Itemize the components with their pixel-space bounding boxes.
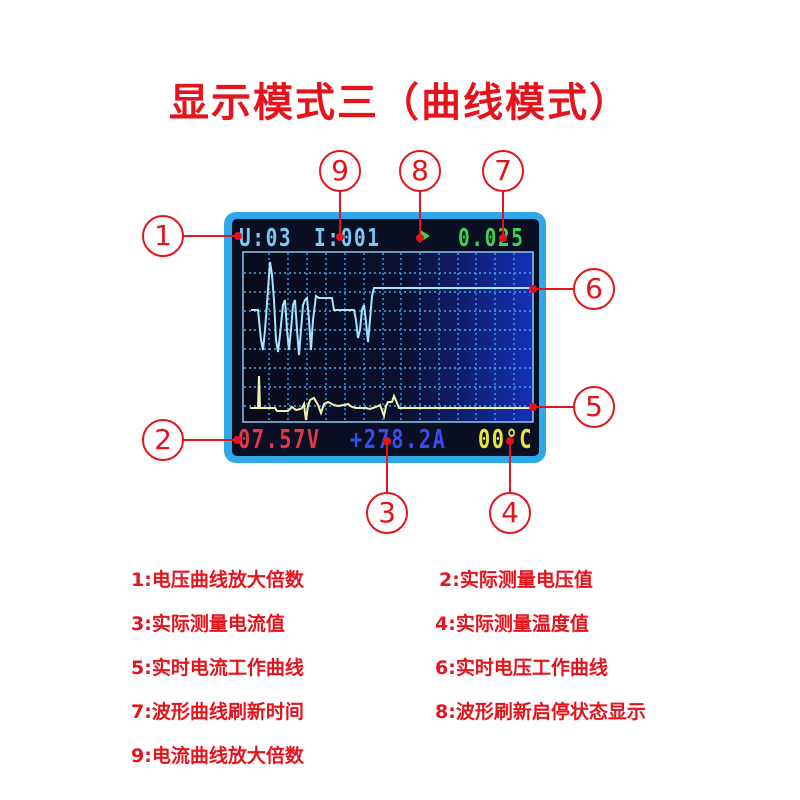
current-value: +278.2A [350,425,447,455]
current-curve [250,375,532,421]
temperature-value: 00°C [478,425,534,455]
play-triangle-icon [419,229,430,243]
page-title: 显示模式三（曲线模式） [169,80,631,126]
legend-item-3: 3:实际测量电流值 [131,613,285,635]
legend-item-4: 4:实际测量温度值 [435,613,589,635]
callout-2: 2 [142,419,184,461]
grid-horizontal [244,272,532,407]
voltage-multiplier: U:03 [239,223,293,252]
callout-3: 3 [366,492,408,534]
refresh-time: 0.025 [458,223,525,252]
legend-item-2: 2:实际测量电压值 [439,569,593,591]
leader-lines [183,188,575,492]
legend-item-6: 6:实时电压工作曲线 [435,657,608,679]
callout-9: 9 [319,150,361,192]
grid-vertical [268,253,515,421]
voltage-curve [251,261,532,356]
callout-1: 1 [142,215,184,257]
legend-item-8: 8:波形刷新启停状态显示 [435,701,646,723]
callout-8: 8 [399,150,441,192]
current-multiplier: I:001 [314,223,381,252]
legend-item-9: 9:电流曲线放大倍数 [131,745,304,767]
legend-item-1: 1:电压曲线放大倍数 [131,569,304,591]
legend-item-7: 7:波形曲线刷新时间 [131,701,304,723]
callout-7: 7 [482,150,524,192]
callout-4: 4 [489,492,531,534]
callout-5: 5 [573,386,615,428]
legend-item-5: 5:实时电流工作曲线 [131,657,304,679]
callout-6: 6 [573,268,615,310]
waveform-graph [242,251,534,423]
voltage-value: 07.57V [238,425,321,455]
